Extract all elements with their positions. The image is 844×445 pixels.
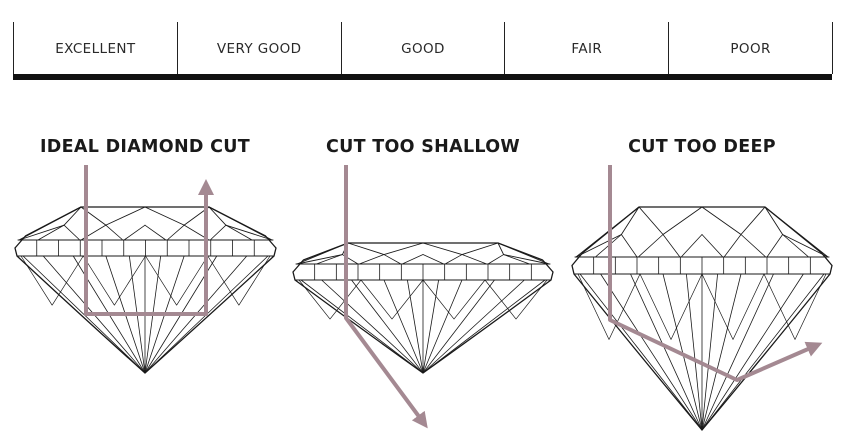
ray-ideal-reflected bbox=[84, 165, 214, 316]
scale-baseline-bar bbox=[13, 74, 832, 80]
diamond-ideal bbox=[14, 206, 277, 374]
grade-very-good: VERY GOOD bbox=[178, 22, 342, 74]
ray-shallow-leak bbox=[344, 165, 428, 429]
grade-fair: FAIR bbox=[505, 22, 670, 74]
grade-cells: EXCELLENT VERY GOOD GOOD FAIR POOR bbox=[13, 22, 833, 74]
grade-poor: POOR bbox=[669, 22, 833, 74]
title-cut-too-deep: CUT TOO DEEP bbox=[628, 137, 776, 157]
light-rays bbox=[84, 165, 823, 429]
diamond-shallow bbox=[292, 242, 554, 374]
cut-grade-scale: EXCELLENT VERY GOOD GOOD FAIR POOR bbox=[13, 22, 833, 80]
ray-deep-leak bbox=[608, 165, 823, 382]
title-ideal-cut: IDEAL DIAMOND CUT bbox=[39, 137, 251, 157]
grade-good: GOOD bbox=[342, 22, 506, 74]
title-cut-too-shallow: CUT TOO SHALLOW bbox=[325, 137, 521, 157]
grade-excellent: EXCELLENT bbox=[14, 22, 178, 74]
diamond-deep bbox=[571, 206, 833, 432]
